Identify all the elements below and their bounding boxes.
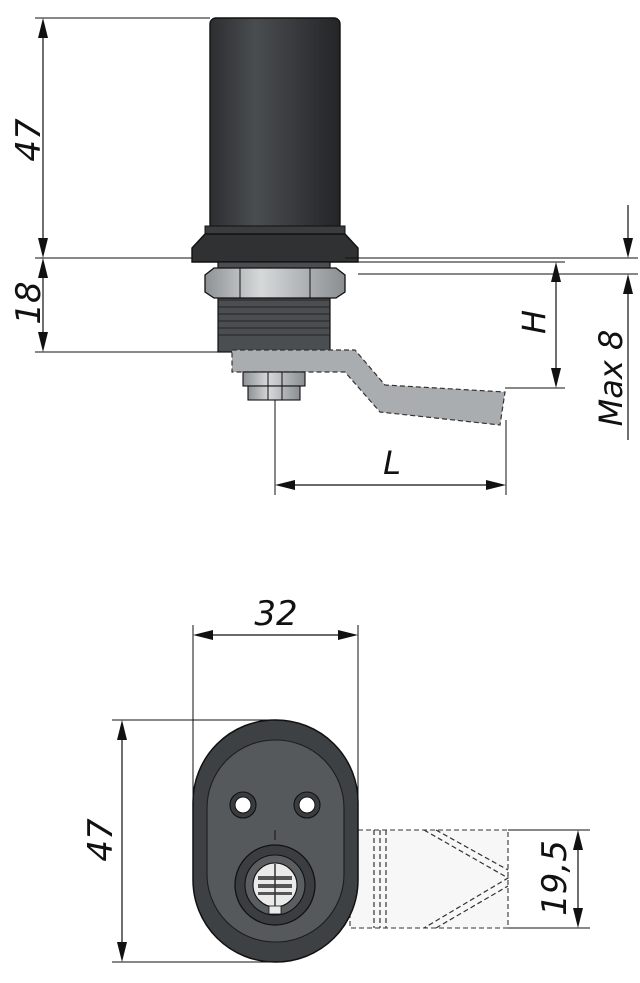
mounting-holes — [229, 791, 321, 819]
side-view-dimensions — [35, 17, 638, 495]
dim-side-height: 47 — [9, 118, 49, 162]
dim-front-width: 32 — [254, 594, 297, 634]
front-view-dimensions — [112, 625, 590, 963]
dim-front-height: 47 — [81, 818, 121, 862]
cam-front — [349, 829, 510, 929]
dim-cam-offset: H — [515, 310, 553, 334]
dim-cam-width: 19,5 — [535, 840, 575, 916]
lock-cylinder-body — [209, 17, 341, 231]
stud-washer — [242, 371, 306, 387]
key-plug — [234, 844, 316, 926]
stud-nut — [247, 385, 301, 401]
front-view — [192, 719, 510, 963]
dim-cam-length: L — [383, 444, 401, 482]
side-view — [191, 17, 506, 426]
dim-flange-height: 18 — [9, 281, 49, 324]
thread-lines — [218, 299, 330, 336]
hex-nut — [204, 267, 346, 299]
lock-flange — [191, 233, 359, 263]
dim-max-panel: Max 8 — [592, 330, 630, 427]
